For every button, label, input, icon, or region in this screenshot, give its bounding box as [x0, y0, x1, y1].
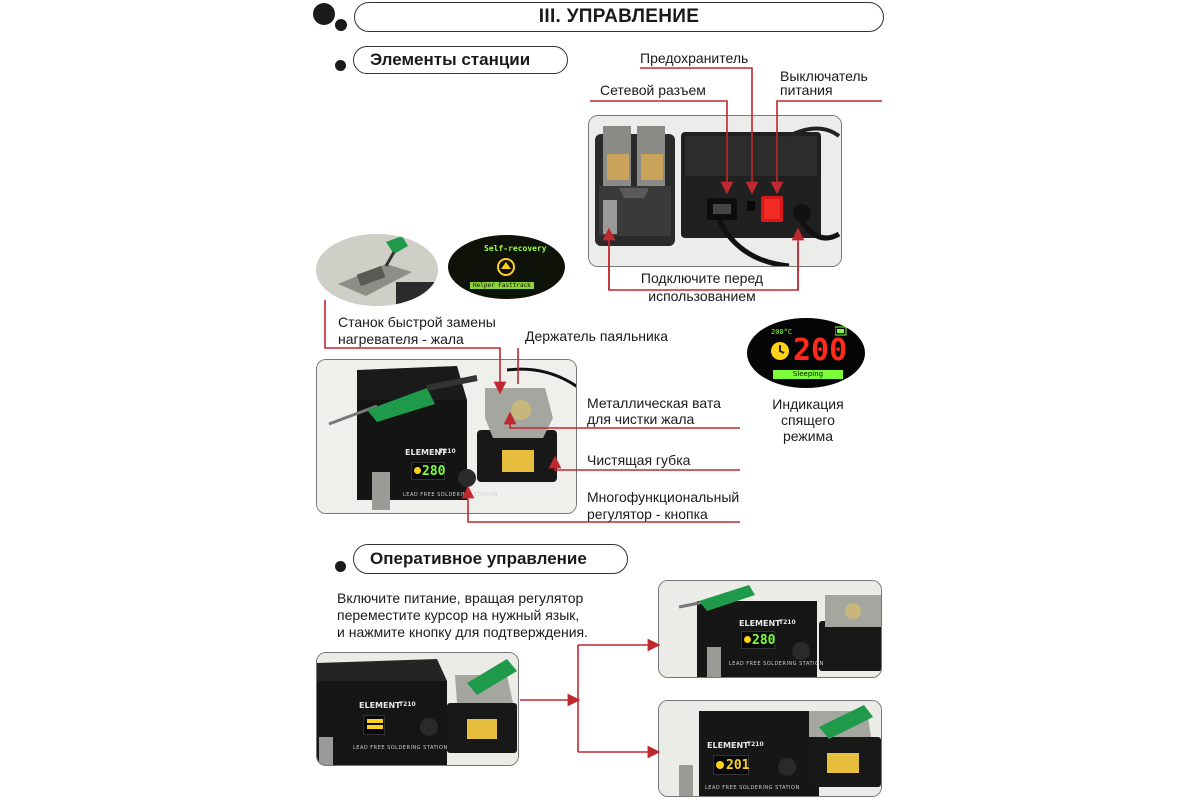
back-panel-photo — [588, 115, 842, 267]
back-panel-illustration — [589, 116, 841, 266]
sleep-status-bar: Sleeping — [773, 370, 843, 379]
label-connect-1: Подключите перед — [640, 270, 764, 286]
header-bullet-small — [335, 19, 347, 31]
self-recovery-oval-screen: Self-recovery Helper Fasttrack — [448, 235, 565, 299]
label-wool-1: Металлическая вата — [587, 395, 721, 411]
station-illustration — [317, 360, 576, 513]
label-wool-2: для чистки жала — [587, 411, 695, 427]
op-top-model: T210 — [779, 619, 796, 626]
label-knob-1: Многофункциональный — [587, 489, 740, 505]
section2-title: Оперативное управление — [353, 544, 628, 574]
quick-change-illustration — [316, 234, 438, 306]
section1-title: Элементы станции — [353, 46, 568, 74]
station-main-temp: 280 — [422, 464, 446, 479]
instruction-line-2: переместите курсор на нужный язык, — [337, 607, 580, 623]
label-quick-change-2: нагревателя - жала — [338, 331, 464, 347]
recovery-icon — [497, 258, 515, 276]
header-bullet-large — [313, 3, 335, 25]
label-sponge: Чистящая губка — [587, 452, 691, 468]
op-left-oled — [363, 715, 385, 735]
battery-icon — [835, 326, 847, 336]
instruction-line-3: и нажмите кнопку для подтверждения. — [337, 624, 589, 640]
section2-title-text: Оперативное управление — [370, 549, 587, 568]
op-bottom-brand: ELEMENT — [707, 741, 749, 750]
self-recovery-line2: Helper Fasttrack — [470, 282, 534, 289]
op-photo-left: ELEMENT T210 LEAD FREE SOLDERING STATION — [316, 652, 519, 766]
sleep-big-temp: 200 — [793, 333, 848, 368]
op-top-brand: ELEMENT — [739, 619, 781, 628]
op-left-oled-bar2 — [367, 725, 383, 729]
section1-title-text: Элементы станции — [370, 50, 531, 69]
op-left-footer: LEAD FREE SOLDERING STATION — [353, 745, 448, 751]
op-top-temp: 280 — [752, 633, 776, 648]
page-title-text: III. УПРАВЛЕНИЕ — [538, 6, 700, 27]
op-photo-bottom: 201 ELEMENT T210 LEAD FREE SOLDERING STA… — [658, 700, 882, 797]
label-power-socket: Сетевой разъем — [600, 82, 706, 98]
op-photo-top: 280 ELEMENT T210 LEAD FREE SOLDERING STA… — [658, 580, 882, 678]
op-top-footer: LEAD FREE SOLDERING STATION — [729, 661, 824, 667]
station-main-oled: 280 — [411, 462, 445, 480]
quick-change-oval-photo — [316, 234, 438, 306]
sleep-small-temp: 200°C — [771, 328, 793, 336]
op-bottom-oled: 201 — [713, 755, 749, 775]
op-bottom-model: T210 — [747, 741, 764, 748]
sleep-clock-icon — [771, 342, 789, 360]
label-knob-2: регулятор - кнопка — [587, 506, 708, 522]
label-connect-2: использованием — [648, 288, 756, 304]
label-quick-change-1: Станок быстрой замены — [338, 314, 496, 330]
label-fuse: Предохранитель — [640, 50, 749, 66]
op-top-illustration — [659, 581, 881, 677]
page-title: III. УПРАВЛЕНИЕ — [354, 2, 884, 32]
section2-bullet — [335, 561, 346, 572]
op-left-oled-bar1 — [367, 719, 383, 723]
label-power-switch-1: Выключатель — [780, 68, 868, 84]
op-bottom-illustration — [659, 701, 881, 796]
op-left-model: T210 — [399, 701, 416, 708]
label-holder: Держатель паяльника — [525, 328, 669, 344]
op-left-brand: ELEMENT — [359, 701, 401, 710]
instruction-line-1: Включите питание, вращая регулятор — [337, 590, 584, 606]
label-power-switch-2: питания — [780, 82, 833, 98]
section1-bullet — [335, 60, 346, 71]
op-bottom-temp: 201 — [726, 758, 750, 773]
station-main-model: T210 — [439, 448, 456, 455]
op-top-clock-icon — [744, 636, 751, 643]
station-main-clock-icon — [414, 467, 421, 474]
op-top-oled: 280 — [741, 631, 775, 649]
op-bottom-footer: LEAD FREE SOLDERING STATION — [705, 785, 800, 791]
label-sleep-1: Индикация — [772, 396, 844, 412]
op-bottom-clock-icon — [716, 761, 724, 769]
station-main-footer: LEAD FREE SOLDERING STATION — [403, 492, 498, 498]
station-main-photo: 280 ELEMENT T210 LEAD FREE SOLDERING STA… — [316, 359, 577, 514]
self-recovery-line1: Self-recovery — [484, 244, 547, 253]
sleep-indication-oval: 200°C 200 Sleeping — [747, 318, 865, 388]
station-main-brand: ELEMENT — [405, 448, 447, 457]
label-sleep-3: режима — [782, 428, 833, 444]
label-sleep-2: спящего — [781, 412, 835, 428]
